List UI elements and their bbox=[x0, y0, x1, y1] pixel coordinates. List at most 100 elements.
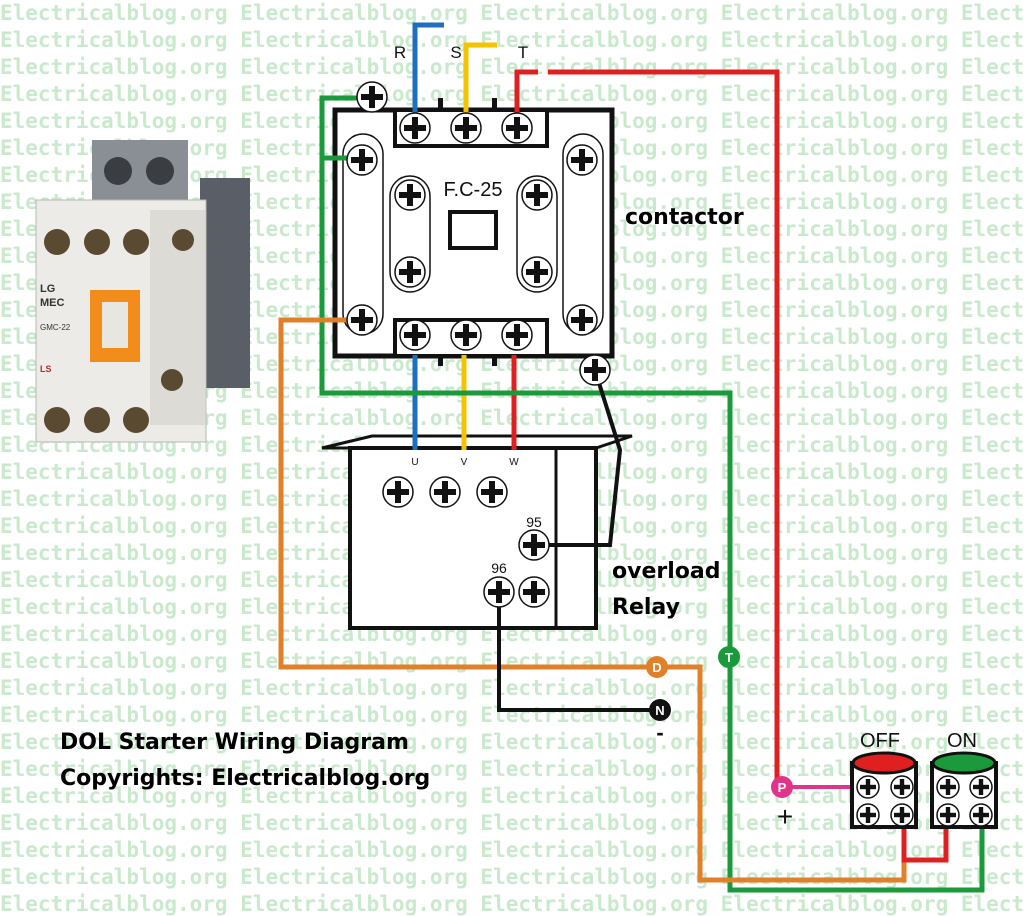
photo-terminal bbox=[172, 229, 194, 251]
wire-t-supply bbox=[514, 69, 538, 128]
photo-terminal bbox=[123, 229, 149, 255]
phase-labels: R S T bbox=[394, 43, 528, 62]
wire-black-neutral bbox=[497, 592, 660, 712]
watermark-text: Electricalblog.org Electricalblog.org El… bbox=[0, 892, 1024, 916]
photo-terminal bbox=[44, 229, 70, 255]
contactor-label: contactor bbox=[625, 205, 744, 230]
relay-body bbox=[348, 446, 598, 630]
terminal-screw bbox=[501, 319, 533, 351]
photo-terminal bbox=[161, 369, 183, 391]
photo-logo: LS bbox=[40, 364, 52, 374]
terminal-screw bbox=[890, 775, 914, 799]
node-t bbox=[718, 646, 740, 668]
photo-model: GMC-22 bbox=[40, 323, 71, 332]
contactor-photo: LG MEC GMC-22 LS bbox=[35, 140, 250, 443]
plus-symbol: + bbox=[777, 801, 793, 832]
photo-actuator-window bbox=[102, 302, 128, 348]
on-button: ON bbox=[930, 730, 998, 829]
terminal-screw bbox=[483, 576, 515, 608]
watermark-text: Electricalblog.org Electricalblog.org El… bbox=[0, 703, 1024, 727]
terminal-screw bbox=[890, 803, 914, 827]
on-button-cap bbox=[931, 751, 997, 775]
terminal-screw bbox=[382, 476, 414, 508]
photo-brand-1: LG bbox=[40, 283, 55, 295]
photo-terminal bbox=[84, 229, 110, 255]
node-p-label: P bbox=[778, 780, 787, 795]
terminal-w-label: W bbox=[509, 457, 519, 468]
off-button-cap bbox=[851, 751, 917, 775]
diagram-title: DOL Starter Wiring Diagram bbox=[60, 730, 409, 755]
terminal-screw bbox=[969, 803, 993, 827]
watermark-text: Electricalblog.org Electricalblog.org El… bbox=[0, 1, 1024, 25]
watermark-text: Electricalblog.org Electricalblog.org El… bbox=[0, 82, 1024, 106]
node-n-label: N bbox=[655, 703, 664, 718]
contactor-slot bbox=[389, 175, 431, 293]
terminal-screw bbox=[969, 775, 993, 799]
contactor-rib bbox=[492, 98, 497, 112]
terminal-screw bbox=[429, 476, 461, 508]
terminal-screw bbox=[394, 256, 426, 288]
photo-terminal bbox=[44, 407, 70, 433]
photo-terminal bbox=[84, 407, 110, 433]
wire-orange bbox=[278, 317, 907, 883]
off-label: OFF bbox=[860, 730, 900, 752]
photo-terminal bbox=[146, 157, 174, 185]
push-buttons: OFF ON bbox=[850, 730, 998, 829]
watermark-text: Electricalblog.org Electricalblog.org El… bbox=[0, 676, 1024, 700]
terminal-screw bbox=[856, 803, 880, 827]
terminal-screw bbox=[521, 179, 553, 211]
terminal-screw bbox=[346, 144, 378, 176]
node-n bbox=[649, 699, 671, 721]
on-label: ON bbox=[947, 730, 977, 752]
contactor-slot bbox=[516, 175, 558, 293]
terminal-screw bbox=[518, 576, 550, 608]
phase-t-label: T bbox=[518, 43, 528, 62]
copyright-text: Copyrights: Electricalblog.org bbox=[60, 766, 431, 791]
node-t-label: T bbox=[725, 650, 733, 665]
watermark-text: Electricalblog.org Electricalblog.org El… bbox=[0, 865, 1024, 889]
terminal-screw bbox=[518, 529, 550, 561]
terminal-screw bbox=[856, 775, 880, 799]
node-p bbox=[771, 776, 793, 798]
terminal-screw bbox=[936, 775, 960, 799]
photo-terminal bbox=[104, 157, 132, 185]
wire-s-supply bbox=[463, 42, 497, 128]
terminal-screw bbox=[356, 81, 388, 113]
terminal-screw bbox=[450, 112, 482, 144]
node-d-label: D bbox=[652, 660, 661, 675]
wires bbox=[278, 22, 985, 893]
phase-r-label: R bbox=[394, 43, 406, 62]
photo-side-block bbox=[200, 178, 250, 388]
contactor-model-label: F.C-25 bbox=[444, 179, 503, 201]
terminal-screw bbox=[394, 179, 426, 211]
terminal-screw bbox=[566, 304, 598, 336]
terminal-screw bbox=[476, 476, 508, 508]
terminal-screw bbox=[936, 803, 960, 827]
terminal-95-label: 95 bbox=[526, 514, 542, 530]
relay-label-line1: overload bbox=[612, 559, 720, 584]
watermark-text: Electricalblog.org Electricalblog.org El… bbox=[0, 838, 1024, 862]
phase-s-label: S bbox=[450, 43, 461, 62]
relay-label-line2: Relay bbox=[612, 595, 680, 620]
watermark-text: Electricalblog.org Electricalblog.org El… bbox=[0, 55, 1024, 79]
node-markers: D T N - P + bbox=[646, 646, 793, 832]
wire-r-supply bbox=[412, 22, 444, 128]
wire-green-loop bbox=[319, 95, 985, 893]
wire-t-control bbox=[548, 69, 780, 782]
minus-symbol: - bbox=[656, 720, 663, 745]
wire-black-95 bbox=[534, 369, 623, 547]
terminal-96-label: 96 bbox=[491, 560, 507, 576]
terminal-screw bbox=[501, 112, 533, 144]
terminal-screw bbox=[579, 354, 611, 386]
wire-red-link bbox=[901, 817, 949, 863]
terminal-v-label: V bbox=[461, 457, 468, 468]
contactor-rib bbox=[438, 98, 443, 112]
terminal-screw bbox=[450, 319, 482, 351]
photo-terminal bbox=[123, 407, 149, 433]
terminal-screw bbox=[399, 319, 431, 351]
terminal-screw bbox=[566, 144, 598, 176]
terminal-u-label: U bbox=[411, 457, 418, 468]
contactor-window bbox=[448, 210, 498, 250]
